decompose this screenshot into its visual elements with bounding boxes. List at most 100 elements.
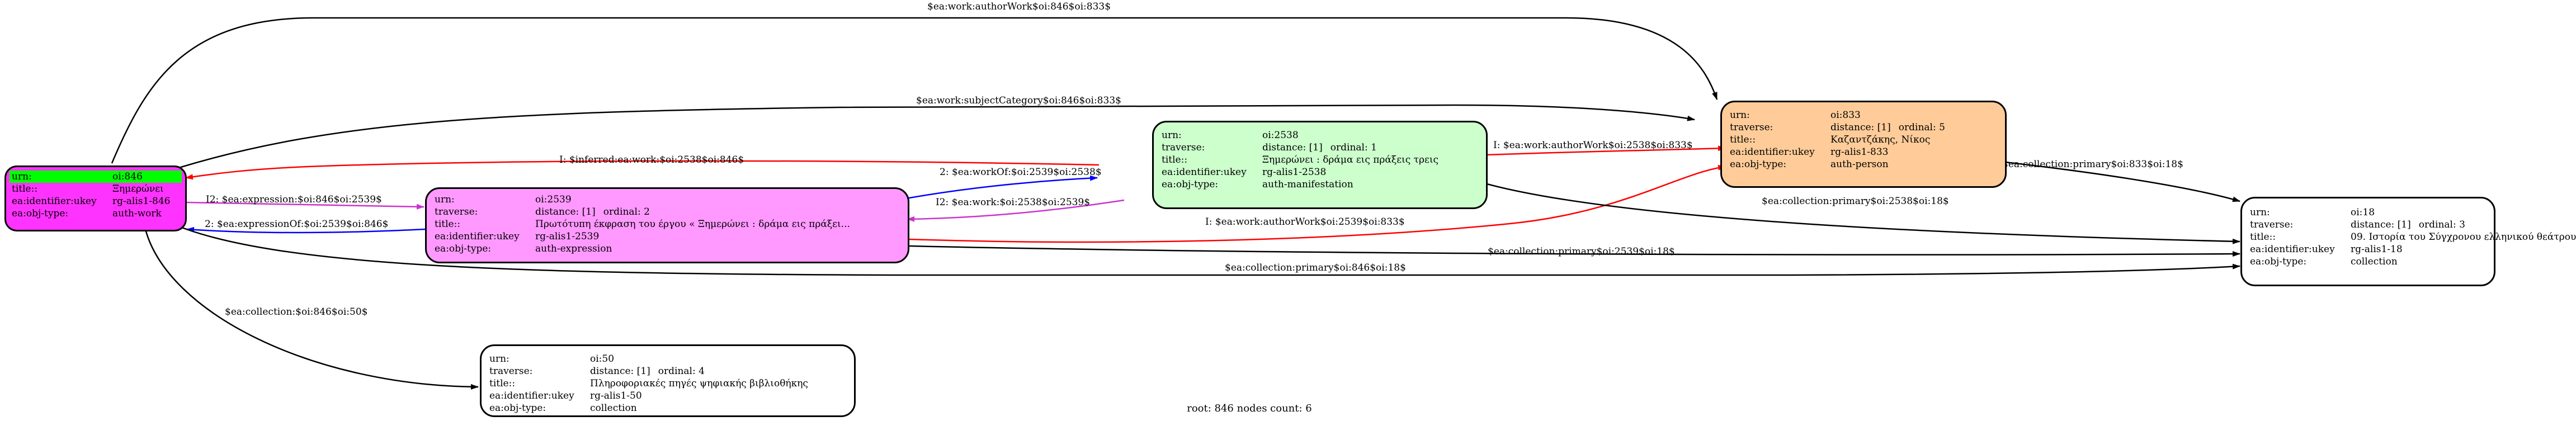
row-value: distance: [1] ordinal: 2 xyxy=(535,206,900,218)
row-key: urn: xyxy=(2250,207,2270,218)
node-row: traverse: distance: [1]ordinal: 4 xyxy=(489,365,846,377)
node-row: traverse: distance: [1] ordinal: 2 xyxy=(435,206,900,218)
row-key: ea:identifier:ukey xyxy=(12,196,97,207)
traverse-distance: distance: [1] xyxy=(1262,142,1323,153)
node-row: traverse: distance: [1]ordinal: 5 xyxy=(1730,121,1997,134)
edge-subjectcategory-846-833 xyxy=(178,104,1695,169)
row-value: oi:846 xyxy=(112,171,143,182)
row-key: urn: xyxy=(435,194,455,205)
traverse-ordinal: ordinal: 5 xyxy=(1898,122,1945,133)
edge-primary-833-18 xyxy=(2004,161,2240,202)
row-value: distance: [1]ordinal: 4 xyxy=(590,365,846,377)
edge-inferred-2538-846 xyxy=(185,160,1100,180)
edge-collection-846-50 xyxy=(144,229,479,390)
row-key: urn: xyxy=(489,353,509,365)
node-row: title:: Ξημερώνει : δράμα εις πράξεις τρ… xyxy=(1162,154,1478,166)
row-value: Ξημερώνει xyxy=(112,183,164,195)
node-row: urn: oi:18 xyxy=(2250,206,2486,219)
edge-expressionof-2539-846 xyxy=(186,226,426,234)
edge-label: $ea:collection:primary$oi:846$oi:18$ xyxy=(1225,262,1406,273)
row-key: title:: xyxy=(1162,154,1188,165)
row-value: oi:833 xyxy=(1830,110,1861,121)
edge-primary-2538-18 xyxy=(1484,182,2240,244)
node-row: traverse: distance: [1] ordinal: 1 xyxy=(1162,141,1478,154)
graph-canvas xyxy=(111,17,2240,390)
edge-label: I: $ea:work:authorWork$oi:2538$oi:833$ xyxy=(1493,140,1693,151)
row-value: rg-alis1-846 xyxy=(112,196,171,207)
traverse-distance: distance: [1] xyxy=(535,206,596,217)
edge-primary-2539-18 xyxy=(908,245,2240,257)
node-row: title:: Πληροφοριακές πηγές ψηφιακής βιβ… xyxy=(489,377,846,390)
row-key: traverse: xyxy=(1162,142,1205,153)
row-value: distance: [1]ordinal: 5 xyxy=(1830,121,1997,134)
node-row: title:: 09. Ιστορία του Σύγχρονου ελληνι… xyxy=(2250,231,2576,243)
row-value: oi:2538 xyxy=(1262,130,1299,141)
row-key: title:: xyxy=(1730,134,1756,145)
node-row: ea:obj-type: collection xyxy=(489,402,846,414)
row-key: ea:identifier:ukey xyxy=(2250,244,2335,255)
row-value: auth-expression xyxy=(535,243,612,254)
traverse-distance: distance: [1] xyxy=(2351,219,2411,230)
node-row: urn: oi:2539 xyxy=(435,193,900,206)
row-key: ea:obj-type: xyxy=(1162,179,1219,190)
edge-authorwork-846-833 xyxy=(111,17,1718,164)
node-row: urn: oi:846 xyxy=(10,171,182,183)
node-846[interactable]: urn: oi:846 title:: Ξημερώνει ea:identif… xyxy=(4,165,187,231)
traverse-ordinal: ordinal: 1 xyxy=(1330,142,1377,153)
node-row: ea:obj-type: auth-manifestation xyxy=(1162,178,1478,191)
row-value: Πληροφοριακές πηγές ψηφιακής βιβλιοθήκης xyxy=(590,378,808,389)
row-key: ea:obj-type: xyxy=(489,403,546,414)
row-key: ea:identifier:ukey xyxy=(435,231,520,242)
edge-authorwork-2538-833 xyxy=(1484,145,1726,156)
traverse-distance: distance: [1] xyxy=(590,366,650,377)
node-row: ea:identifier:ukey rg-alis1-846 xyxy=(12,195,180,207)
node-row: ea:identifier:ukey rg-alis1-833 xyxy=(1730,146,1997,158)
row-value: collection xyxy=(590,403,637,414)
row-key: traverse: xyxy=(435,206,478,217)
node-row: urn: oi:2538 xyxy=(1162,129,1478,141)
edge-label: I: $inferred:ea:work:$oi:2538$oi:846$ xyxy=(559,154,744,165)
row-value: Πρωτότυπη έκφραση του έργου « Ξημερώνει … xyxy=(535,219,850,230)
edge-label: 2: $ea:expressionOf:$oi:2539$oi:846$ xyxy=(205,219,389,230)
row-value: oi:18 xyxy=(2351,207,2375,218)
node-833[interactable]: urn: oi:833 traverse: distance: [1]ordin… xyxy=(1720,101,2007,188)
row-value: 09. Ιστορία του Σύγχρονου ελληνικού θεάτ… xyxy=(2351,231,2576,243)
node-row: ea:obj-type: collection xyxy=(2250,256,2486,268)
node-2539[interactable]: urn: oi:2539 traverse: distance: [1] ordi… xyxy=(425,187,909,263)
edge-label: $ea:collection:primary$oi:2538$oi:18$ xyxy=(1762,196,1949,207)
node-row: title:: Καζαντζάκης, Νίκος xyxy=(1730,134,1997,146)
traverse-ordinal: ordinal: 3 xyxy=(2418,219,2465,230)
graph-footer: root: 846 nodes count: 6 xyxy=(1187,403,1312,414)
node-row: ea:obj-type: auth-person xyxy=(1730,158,1997,171)
row-key: title:: xyxy=(12,183,38,195)
row-value: Καζαντζάκης, Νίκος xyxy=(1830,134,1931,145)
row-key: ea:obj-type: xyxy=(435,243,492,254)
row-key: title:: xyxy=(2250,231,2276,243)
node-row: traverse: distance: [1] ordinal: 3 xyxy=(2250,219,2486,231)
node-18[interactable]: urn: oi:18 traverse: distance: [1] ordina… xyxy=(2240,197,2576,286)
traverse-ordinal: ordinal: 2 xyxy=(603,206,650,217)
row-key: ea:obj-type: xyxy=(2250,256,2307,267)
row-value: auth-person xyxy=(1830,159,1889,170)
row-key: urn: xyxy=(12,171,32,182)
edge-label: I2: $ea:work:$oi:2538$oi:2539$ xyxy=(936,197,1091,208)
edge-label: 2: $ea:workOf:$oi:2539$oi:2538$ xyxy=(940,167,1102,178)
row-value: Ξημερώνει : δράμα εις πράξεις τρεις xyxy=(1262,154,1439,165)
row-key: traverse: xyxy=(2250,219,2294,230)
edge-label: $ea:work:subjectCategory$oi:846$oi:833$ xyxy=(916,95,1121,106)
row-key: traverse: xyxy=(489,366,533,377)
node-row: ea:identifier:ukey rg-alis1-50 xyxy=(489,390,846,402)
node-row: ea:obj-type: auth-work xyxy=(12,207,180,220)
node-row: ea:identifier:ukey rg-alis1-18 xyxy=(2250,243,2486,256)
node-50[interactable]: urn: oi:50 traverse: distance: [1]ordina… xyxy=(480,344,856,417)
row-value: distance: [1] ordinal: 3 xyxy=(2351,219,2486,231)
node-2538[interactable]: urn: oi:2538 traverse: distance: [1] ordi… xyxy=(1152,121,1488,209)
row-value: oi:2539 xyxy=(535,194,572,205)
row-value: oi:50 xyxy=(590,353,615,365)
edge-label: $ea:collection:primary$oi:833$oi:18$ xyxy=(2002,159,2183,170)
row-value: distance: [1] ordinal: 1 xyxy=(1262,141,1478,154)
row-value: rg-alis1-2538 xyxy=(1262,167,1327,178)
row-value: collection xyxy=(2351,256,2398,267)
edge-expression-846-2539 xyxy=(185,201,424,210)
edge-work-2538-2539 xyxy=(907,199,1125,222)
